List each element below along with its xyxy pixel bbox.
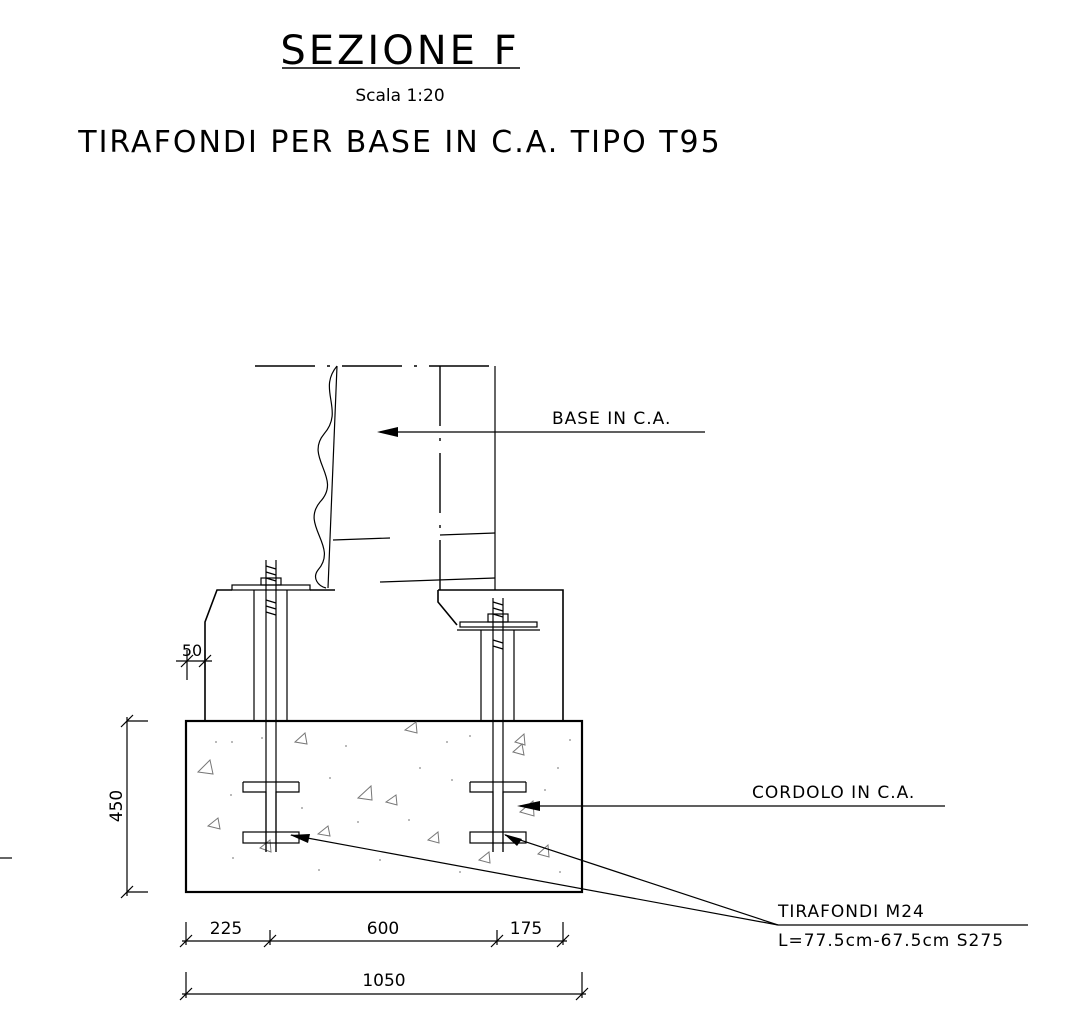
tirafondi-leader: [290, 834, 1028, 926]
left-anchor-bolt: [231, 560, 311, 852]
dim-175: 175: [510, 919, 542, 939]
aggregate-pattern: [196, 721, 571, 873]
tirafondi-spec: L=77.5cm-67.5cm S275: [778, 931, 1004, 951]
right-anchor-bolt: [457, 598, 540, 852]
total-dimension: [179, 972, 589, 1001]
height-dimension: [120, 714, 148, 899]
cordolo-label: CORDOLO IN C.A.: [752, 783, 915, 803]
dim-600: 600: [367, 919, 399, 939]
scale-label: Scala 1:20: [355, 86, 444, 106]
dim-1050: 1050: [362, 971, 405, 991]
offset-value: 50: [182, 641, 202, 660]
cordolo-leader: [517, 801, 945, 811]
base-label: BASE IN C.A.: [552, 409, 671, 429]
right-plinth: [437, 589, 564, 721]
left-plinth: [204, 589, 335, 721]
drawing-subtitle: TIRAFONDI PER BASE IN C.A. TIPO T95: [77, 125, 721, 160]
base-leader: [377, 427, 705, 437]
dimension-chain: [179, 922, 570, 948]
tirafondi-label: TIRAFONDI M24: [777, 902, 925, 922]
upper-base-outline: [255, 365, 496, 590]
dim-225: 225: [210, 919, 242, 939]
height-value: 450: [107, 790, 127, 822]
section-title: SEZIONE F: [280, 28, 519, 74]
offset-dimension: [176, 650, 212, 680]
